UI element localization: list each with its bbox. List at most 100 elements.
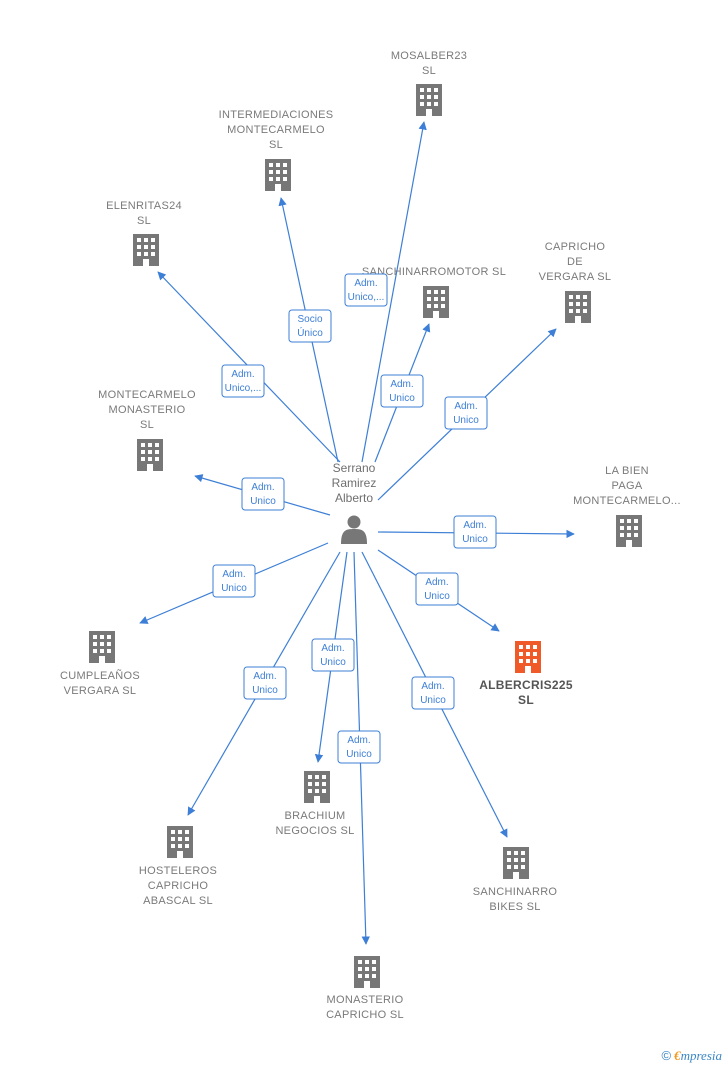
edge-label-text: Adm. bbox=[231, 369, 254, 380]
building-icon bbox=[416, 84, 442, 116]
company-name-line: BIKES SL bbox=[489, 901, 540, 913]
edge-label-albercris225[interactable]: Adm.Unico bbox=[415, 572, 459, 606]
company-name-line: LA BIEN bbox=[605, 465, 649, 477]
edge-label-montecarmelo-monasterio[interactable]: Adm.Unico bbox=[241, 477, 285, 511]
company-name-line: SANCHINARRO bbox=[473, 886, 558, 898]
edge-label-box bbox=[453, 515, 497, 549]
edge-label-box bbox=[311, 638, 355, 672]
edge-label-box bbox=[411, 676, 455, 710]
edge-label-capricho-vergara[interactable]: Adm. Unico bbox=[444, 396, 488, 430]
person-name-line: Serrano bbox=[333, 461, 376, 475]
edge-label-sanchinarromotor[interactable]: Adm. Unico bbox=[380, 374, 424, 408]
edge-label-box bbox=[243, 666, 287, 700]
edge-label-la-bien-paga[interactable]: Adm. Unico bbox=[453, 515, 497, 549]
company-name-line: MONTECARMELO... bbox=[573, 495, 681, 507]
company-node-la-bien-paga[interactable]: LA BIEN PAGA MONTECARMELO... bbox=[573, 465, 681, 547]
edge-labels-layer: Adm.Unico,...SocioÚnicoAdm.Unico,...Adm.… bbox=[212, 273, 497, 764]
edge-label-text: Adm. bbox=[390, 379, 413, 390]
edge-label-text: Adm. bbox=[463, 520, 486, 531]
company-name-line: SL bbox=[518, 693, 534, 707]
edge-label-text: Unico bbox=[462, 534, 488, 545]
company-name-line: CAPRICHO bbox=[545, 241, 606, 253]
company-node-intermediaciones[interactable]: INTERMEDIACIONES MONTECARMELO SL bbox=[219, 109, 334, 191]
company-node-sanchinarro-bikes[interactable]: SANCHINARRO BIKES SL bbox=[473, 847, 558, 913]
edge-label-text: Unico bbox=[389, 393, 415, 404]
company-name-line: INTERMEDIACIONES bbox=[219, 109, 334, 121]
edge-line-mosalber23 bbox=[361, 121, 427, 463]
company-name-line: MONTECARMELO bbox=[227, 124, 325, 136]
edge-label-brachium[interactable]: Adm. Unico bbox=[311, 638, 355, 672]
company-name-line: VERGARA SL bbox=[539, 271, 612, 283]
company-name-line: SL bbox=[140, 419, 154, 431]
edge-label-mosalber23[interactable]: Adm. Unico,... bbox=[344, 273, 388, 307]
brand-logo-text: mpresia bbox=[680, 1048, 722, 1063]
company-name-line: ALBERCRIS225 bbox=[479, 678, 573, 692]
edge-label-box bbox=[241, 477, 285, 511]
person-name-line: Ramirez bbox=[332, 476, 377, 490]
person-icon bbox=[341, 515, 367, 544]
building-icon bbox=[616, 515, 642, 547]
edge-label-hosteleros[interactable]: Adm.Unico bbox=[243, 666, 287, 700]
company-name-line: MONASTERIO bbox=[109, 404, 186, 416]
edge-label-monasterio-capricho[interactable]: Adm.Unico bbox=[337, 730, 381, 764]
building-icon bbox=[515, 641, 541, 673]
company-name-line: CAPRICHO bbox=[148, 880, 209, 892]
edge-label-text: Unico,... bbox=[225, 383, 262, 394]
brand-logo-initial: € bbox=[674, 1048, 681, 1063]
company-node-montecarmelo-monasterio[interactable]: MONTECARMELO MONASTERIO SL bbox=[98, 389, 196, 471]
edge-label-text: Adm. bbox=[454, 401, 477, 412]
company-name-line: PAGA bbox=[612, 480, 643, 492]
company-name-line: SANCHINARROMOTOR SL bbox=[362, 266, 506, 278]
edge-label-cumpleanos-vergara[interactable]: Adm. Unico bbox=[212, 564, 256, 598]
company-node-capricho-vergara[interactable]: CAPRICHO DE VERGARA SL bbox=[539, 241, 612, 323]
edge-label-elenritas24[interactable]: Adm. Unico,... bbox=[221, 364, 265, 398]
edge-label-text: Adm. bbox=[251, 482, 274, 493]
company-name-line: ELENRITAS24 bbox=[106, 200, 182, 212]
company-name-line: BRACHIUM bbox=[284, 810, 345, 822]
edge-label-text: Unico bbox=[221, 583, 247, 594]
edge-label-text: Adm. bbox=[253, 671, 276, 682]
edge-label-box bbox=[337, 730, 381, 764]
company-name-line: CUMPLEAÑOS bbox=[60, 669, 140, 682]
building-icon bbox=[133, 234, 159, 266]
edge-label-text: Unico bbox=[346, 749, 372, 760]
edge-label-text: Socio bbox=[297, 314, 322, 325]
company-name-line: SL bbox=[137, 215, 151, 227]
company-name-line: MONTECARMELO bbox=[98, 389, 196, 401]
edge-label-text: Unico bbox=[453, 415, 479, 426]
edge-label-box bbox=[212, 564, 256, 598]
edge-label-text: Adm. bbox=[321, 643, 344, 654]
edge-label-sanchinarro-bikes[interactable]: Adm.Unico bbox=[411, 676, 455, 710]
company-name-line: ABASCAL SL bbox=[143, 895, 213, 907]
building-icon bbox=[265, 159, 291, 191]
edge-label-text: Adm. bbox=[222, 569, 245, 580]
company-node-sanchinarromotor[interactable]: SANCHINARROMOTOR SL bbox=[362, 266, 506, 318]
company-name-line: SL bbox=[269, 139, 283, 151]
company-node-brachium[interactable]: BRACHIUM NEGOCIOS SL bbox=[275, 771, 354, 837]
company-name-line: SL bbox=[422, 65, 436, 77]
edge-label-text: Unico bbox=[320, 657, 346, 668]
edge-label-text: Adm. bbox=[425, 577, 448, 588]
building-icon bbox=[137, 439, 163, 471]
building-icon bbox=[167, 826, 193, 858]
brand-footer[interactable]: ©€mpresia bbox=[662, 1048, 723, 1064]
company-name-line: NEGOCIOS SL bbox=[275, 825, 354, 837]
edge-label-text: Adm. bbox=[354, 278, 377, 289]
edge-label-box bbox=[344, 273, 388, 307]
company-name-line: DE bbox=[567, 256, 583, 268]
edge-label-box bbox=[221, 364, 265, 398]
edge-label-text: Unico,... bbox=[348, 292, 385, 303]
building-icon bbox=[89, 631, 115, 663]
edge-label-box bbox=[288, 309, 332, 343]
